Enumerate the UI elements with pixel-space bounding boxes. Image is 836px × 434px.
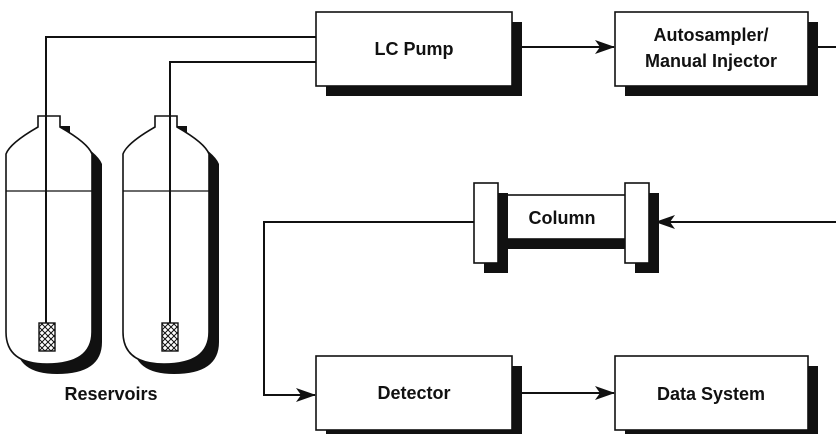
reservoir-bottle-1 xyxy=(5,115,102,374)
reservoir-1-body xyxy=(5,115,93,365)
column-tube xyxy=(496,194,628,240)
data-system-label: Data System xyxy=(657,384,765,404)
reservoirs-label: Reservoirs xyxy=(64,384,157,404)
column-to-detector-arrow xyxy=(263,221,474,402)
column-right-fitting xyxy=(624,182,650,264)
reservoir-1-filter xyxy=(38,322,56,352)
detector-label: Detector xyxy=(377,383,450,403)
data-system-box xyxy=(614,355,818,434)
autosampler-label-line1: Autosampler/ xyxy=(653,25,768,45)
column-label: Column xyxy=(529,208,596,228)
column-assembly xyxy=(473,182,659,273)
reservoir-2-body xyxy=(122,115,210,365)
solvent-line-2 xyxy=(169,61,316,323)
reservoir-bottle-2 xyxy=(122,115,219,374)
detector-box xyxy=(315,355,522,434)
autosampler-label-line2: Manual Injector xyxy=(645,51,777,71)
reservoir-2-filter xyxy=(161,322,179,352)
autosampler-box xyxy=(614,11,818,96)
column-left-fitting xyxy=(473,182,499,264)
lc-pump-box xyxy=(315,11,522,96)
lc-pump-label: LC Pump xyxy=(375,39,454,59)
solvent-line-1 xyxy=(45,36,316,323)
